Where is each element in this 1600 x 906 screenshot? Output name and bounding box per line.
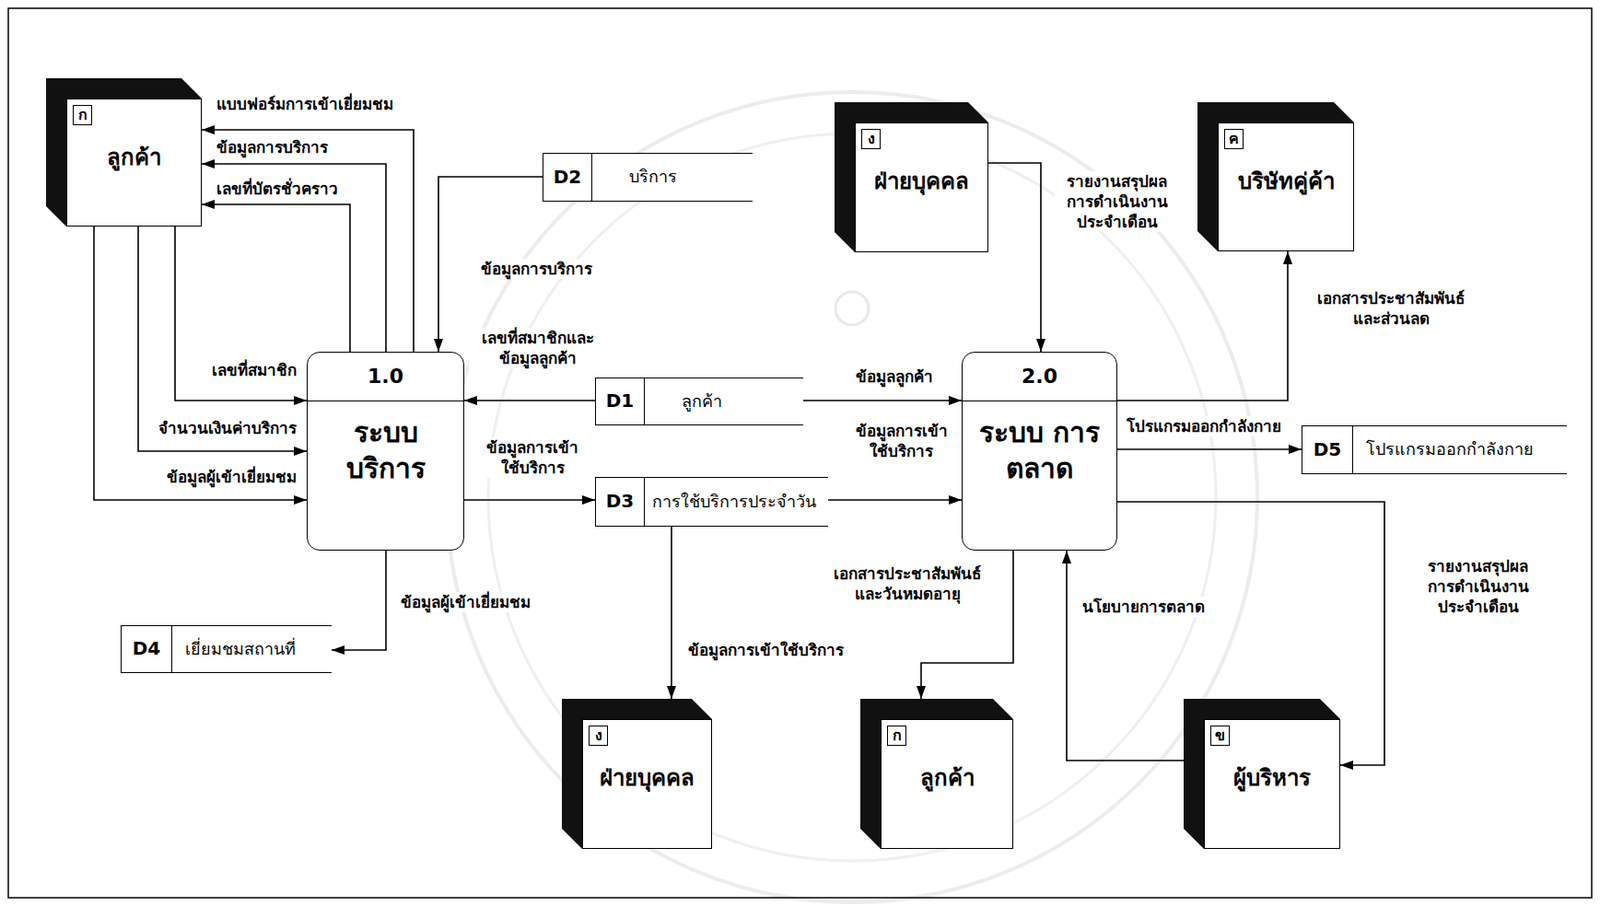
entity-face: คบริษัทคู่ค้า: [1217, 122, 1355, 252]
store-id: D1: [595, 378, 645, 425]
process-id: 2.0: [962, 352, 1117, 402]
external-entity: ขผู้บริหาร: [1183, 699, 1341, 850]
flow-line: [175, 226, 307, 401]
entity-face: กลูกค้า: [66, 98, 202, 227]
entity-code: ก: [887, 725, 907, 747]
process-box: 2.0 ระบบ การตลาด: [961, 351, 1118, 551]
flow-label: เลขที่บัตรชั่วคราว: [213, 178, 341, 199]
flow-line: [1117, 448, 1302, 451]
entity-name: ฝ่ายบุคคล: [586, 764, 708, 794]
store-name: ลูกค้า: [644, 378, 723, 425]
flow-label: เลขที่สมาชิกและ ข้อมูลลูกค้า: [468, 327, 608, 369]
data-store: D3การใช้บริการประจำวัน: [595, 477, 829, 527]
entity-bevel-shape: [1183, 699, 1341, 850]
process-body: ระบบ บริการ: [307, 401, 464, 550]
flow-label: ข้อมูลผู้เข้าเยี่ยมชม: [397, 592, 534, 613]
store-id: D5: [1302, 426, 1354, 474]
store-id: D2: [543, 153, 593, 201]
flow-line: [201, 163, 386, 352]
flow-label: รายงานสรุปผล การดำเนินงาน ประจำเดือน: [1415, 556, 1541, 618]
external-entity: กลูกค้า: [860, 699, 1014, 850]
entity-name: ผู้บริหาร: [1208, 764, 1336, 794]
external-entity: กลูกค้า: [46, 78, 202, 227]
flow-label: ข้อมูลการเข้า ใช้บริการ: [472, 437, 593, 479]
store-name: การใช้บริการประจำวัน: [644, 478, 817, 526]
flow-label: เอกสารประชาสัมพันธ์ และวันหมดอายุ: [815, 563, 1000, 605]
store-name: บริการ: [592, 153, 678, 201]
process-name: ระบบ บริการ: [316, 414, 456, 487]
flow-label: ข้อมูลการบริการ: [478, 258, 596, 280]
flow-label: โปรแกรมออกกำลังกาย: [1123, 416, 1285, 437]
flow-line: [1066, 550, 1184, 761]
data-store: D5โปรแกรมออกกำลังกาย: [1301, 425, 1567, 475]
flow-line: [803, 399, 962, 402]
flow-line: [988, 163, 1041, 352]
flow-label: ข้อมูลการเข้าใช้บริการ: [685, 640, 847, 661]
entity-bevel-shape: [860, 699, 1014, 850]
flow-line: [93, 226, 307, 501]
process-id: 1.0: [307, 352, 464, 402]
external-entity: งฝ่ายบุคคล: [834, 102, 989, 253]
process-body: ระบบ การตลาด: [962, 401, 1117, 550]
data-store: D4เยี่ยมชมสถานที่: [120, 625, 332, 674]
entity-bevel-shape: [561, 699, 713, 850]
flow-label: ข้อมูลลูกค้า: [852, 366, 936, 387]
entity-bevel-shape: [834, 102, 989, 253]
flow-line: [464, 399, 596, 402]
data-store: D1ลูกค้า: [595, 377, 804, 426]
flow-label: เอกสารประชาสัมพันธ์ และส่วนลด: [1298, 288, 1484, 329]
flow-label: ข้อมูลผู้เข้าเยี่ยมชม: [163, 467, 300, 488]
entity-name: บริษัทคู่ค้า: [1222, 167, 1350, 197]
flow-line: [670, 526, 673, 700]
entity-face: งฝ่ายบุคคล: [582, 719, 713, 850]
flow-label: ข้อมูลการบริการ: [213, 137, 331, 158]
entity-face: กลูกค้า: [880, 719, 1014, 850]
flow-line: [464, 499, 596, 502]
entity-face: งฝ่ายบุคคล: [854, 122, 989, 253]
seal-ring: [446, 92, 1258, 903]
process-name: ระบบ การตลาด: [970, 414, 1110, 487]
entity-bevel-shape: [1197, 102, 1355, 252]
entity-name: ฝ่ายบุคคล: [859, 167, 984, 197]
flow-label: แบบฟอร์มการเข้าเยี่ยมชม: [213, 93, 397, 115]
page-frame: [8, 8, 1592, 899]
flow-line: [138, 226, 307, 452]
flow-label: นโยบายการตลาด: [1079, 596, 1208, 618]
external-entity: งฝ่ายบุคคล: [561, 699, 713, 850]
entity-code: ค: [1224, 128, 1244, 150]
flow-label: ข้อมูลการเข้า ใช้บริการ: [843, 420, 959, 462]
flow-line: [201, 204, 351, 352]
entity-name: ลูกค้า: [885, 764, 1009, 794]
entity-code: ง: [588, 725, 608, 747]
flow-line: [1117, 251, 1288, 401]
store-id: D3: [595, 478, 645, 526]
entity-face: ขผู้บริหาร: [1203, 719, 1341, 850]
entity-name: ลูกค้า: [70, 143, 198, 173]
flow-label: เลขที่สมาชิก: [209, 360, 300, 381]
flow-line: [201, 129, 414, 352]
flow-line: [331, 550, 386, 651]
process-box: 1.0 ระบบ บริการ: [306, 351, 465, 551]
entity-code: ง: [861, 128, 881, 150]
store-name: โปรแกรมออกกำลังกาย: [1353, 426, 1534, 474]
seal-sun: [835, 291, 869, 326]
entity-code: ก: [72, 105, 93, 126]
flow-label: จำนวนเงินค่าบริการ: [155, 418, 300, 439]
flow-line: [828, 499, 962, 502]
flow-label: รายงานสรุปผล การดำเนินงาน ประจำเดือน: [1054, 171, 1180, 233]
store-id: D4: [121, 626, 173, 673]
entity-bevel-shape: [46, 78, 202, 227]
data-store: D2บริการ: [542, 152, 753, 202]
external-entity: คบริษัทคู่ค้า: [1197, 102, 1355, 252]
store-name: เยี่ยมชมสถานที่: [172, 626, 296, 673]
entity-code: ข: [1210, 725, 1230, 747]
